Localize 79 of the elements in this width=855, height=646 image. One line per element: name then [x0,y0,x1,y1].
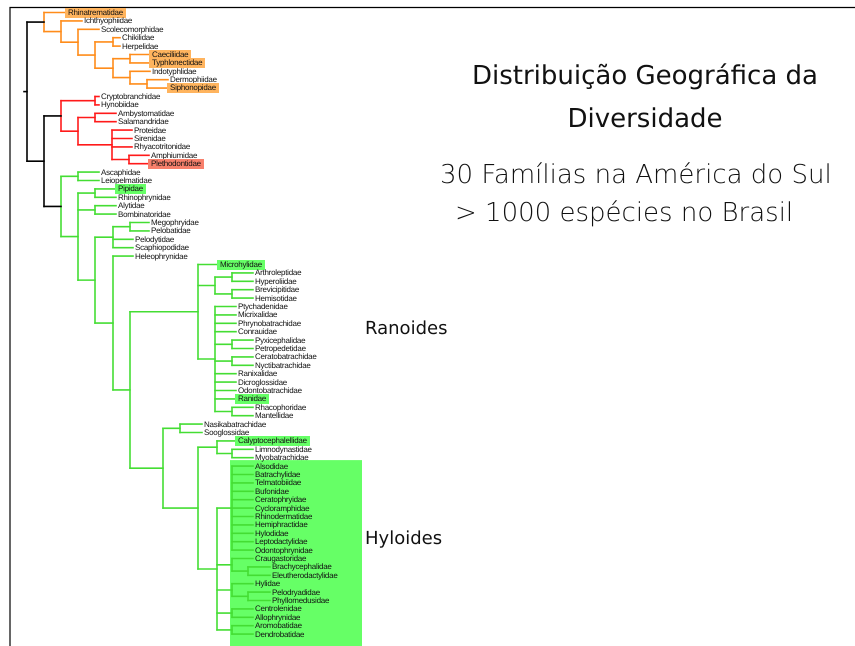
family-label: Hylodidae [255,528,288,538]
family-label: Dermophiidae [170,75,217,84]
family-label: Hemiphractidae [255,520,308,530]
family-label: Phyllomedusidae [272,596,330,605]
family-label: Amphiumidae [151,150,198,160]
family-label: Mantellidae [255,411,294,420]
highlighted-family-label: Siphonopidae [167,83,219,94]
family-label: Conrauidae [238,327,277,336]
family-label: Ambystomatidae [118,108,174,118]
family-label: Dicroglossidae [238,378,287,387]
family-label: Limnodynastidae [255,444,312,454]
family-label: Ceratophryidae [255,495,306,504]
title: Distribuição Geográfica da Diversidade [471,60,819,136]
family-label: Hyperoliidae [255,276,296,286]
family-label: Petropedetidae [255,344,306,353]
highlighted-family-label: Microhylidae [217,260,265,270]
species-count-text: > 1000 espécies no Brasil [455,198,794,228]
family-label: Allophrynidae [255,612,300,622]
family-label: Rhinodermatidae [255,512,312,521]
family-label: Cycloramphidae [255,504,310,513]
family-label: Salamandridae [118,117,169,126]
family-label: Sirenidae [134,134,166,143]
family-label: Eleutherodactylidae [272,570,338,580]
family-label: Phrynobatrachidae [238,318,301,328]
family-label: Rhinophrynidae [118,192,171,202]
family-label: Pyxicephalidae [255,336,306,345]
family-label: Telmatobiidae [255,478,302,488]
family-label: Arthroleptidae [255,268,302,278]
family-label: Dendrobatidae [255,630,304,639]
family-label: Aromobatidae [255,621,302,630]
family-label: Hemisotidae [255,294,297,303]
highlighted-family-label: Ranidae [235,394,270,404]
highlighted-family-label: Plethodontidae [148,158,204,169]
family-label: Craugastoridae [255,554,306,563]
family-label: Herpelidae [122,42,158,51]
family-label: Myobatrachidae [255,453,308,462]
family-label: Nyctibatrachidae [255,360,311,370]
family-label: Rhyacotritonidae [134,142,190,152]
family-label: Odontophrynidae [255,546,313,555]
family-count-text: 30 Famílias na América do Sul [440,160,832,190]
family-label: Hylidae [255,579,280,588]
family-label: Bufonidae [255,486,289,496]
family-label: Nasikabatrachidae [204,420,266,429]
family-label: Odontobatrachidae [238,386,302,395]
family-label: Indotyphlidae [152,66,196,76]
family-label: Leiopelmatidae [101,176,152,185]
family-label: Pelodytidae [135,234,174,244]
family-label: Proteidae [134,126,166,135]
family-label: Alytidae [118,201,144,210]
family-label: Ranixalidae [238,369,278,378]
family-label: Scolecomorphidae [101,24,164,34]
family-label: Brachycephalidae [272,562,332,572]
highlighted-family-label: Pipidae [115,184,146,194]
family-label: Micrixalidae [238,310,278,320]
family-label: Ascaphidae [101,168,140,177]
family-label: Scaphiopodidae [135,243,189,252]
highlighted-family-label: Typhlonectidae [149,58,206,68]
family-label: Alsodidae [255,462,288,471]
family-label: Cryptobranchidae [101,92,160,101]
family-label: Megophryidae [151,218,199,227]
clade-label: Ranoides [365,318,448,339]
family-label: Rhacophoridae [255,402,306,412]
family-label: Ichthyophiidae [84,16,132,26]
family-label: Ceratobatrachidae [255,352,317,362]
family-label: Centrolenidae [255,604,302,614]
family-label: Batrachylidae [255,470,300,479]
family-label: Sooglossidae [204,428,250,437]
family-label: Heleophrynidae [135,252,188,261]
family-label: Brevicipitidae [255,285,300,294]
family-label: Ptychadenidae [238,302,288,311]
family-label: Chikilidae [122,33,154,42]
highlighted-family-label: Calyptocephalellidae [235,436,310,446]
family-label: Hynobiidae [101,100,139,110]
family-label: Pelodryadidae [272,588,320,597]
highlighted-family-label: Rhinatrematidae [65,8,126,18]
clade-label: Hyloides [365,528,442,549]
family-label: Leptodactylidae [255,537,308,546]
family-label: Bombinatoridae [118,210,171,219]
family-label: Pelobatidae [151,226,191,236]
